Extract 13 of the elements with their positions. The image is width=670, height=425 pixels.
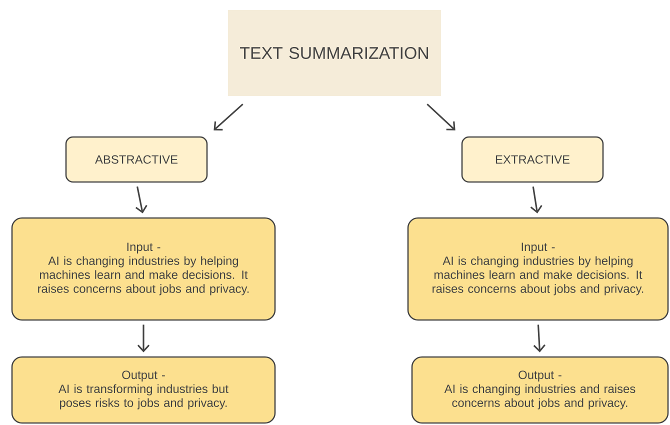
title-box: TEXT SUMMARIZATION — [228, 10, 441, 96]
arrow — [135, 186, 148, 214]
text-box: Output - AI is transforming industries but poses risks to jobs and privacy. — [11, 356, 276, 424]
text-box: Input - AI is changing industries by helping machines learn and make decisions. It raises concerns about jobs and privacy. — [11, 217, 276, 321]
text-box: Output - AI is changing industries and raises concerns about jobs and privacy. — [411, 356, 669, 424]
category-box: ABSTRACTIVE — [65, 136, 208, 183]
arrow — [426, 104, 456, 130]
arrow — [137, 324, 150, 352]
text-box: Input - AI is changing industries by helping machines learn and make decisions. It raises concerns about jobs and privacy. — [407, 217, 669, 321]
arrow — [533, 324, 546, 352]
category-box: EXTRACTIVE — [461, 136, 604, 183]
arrow — [214, 104, 244, 130]
arrow — [530, 186, 542, 214]
